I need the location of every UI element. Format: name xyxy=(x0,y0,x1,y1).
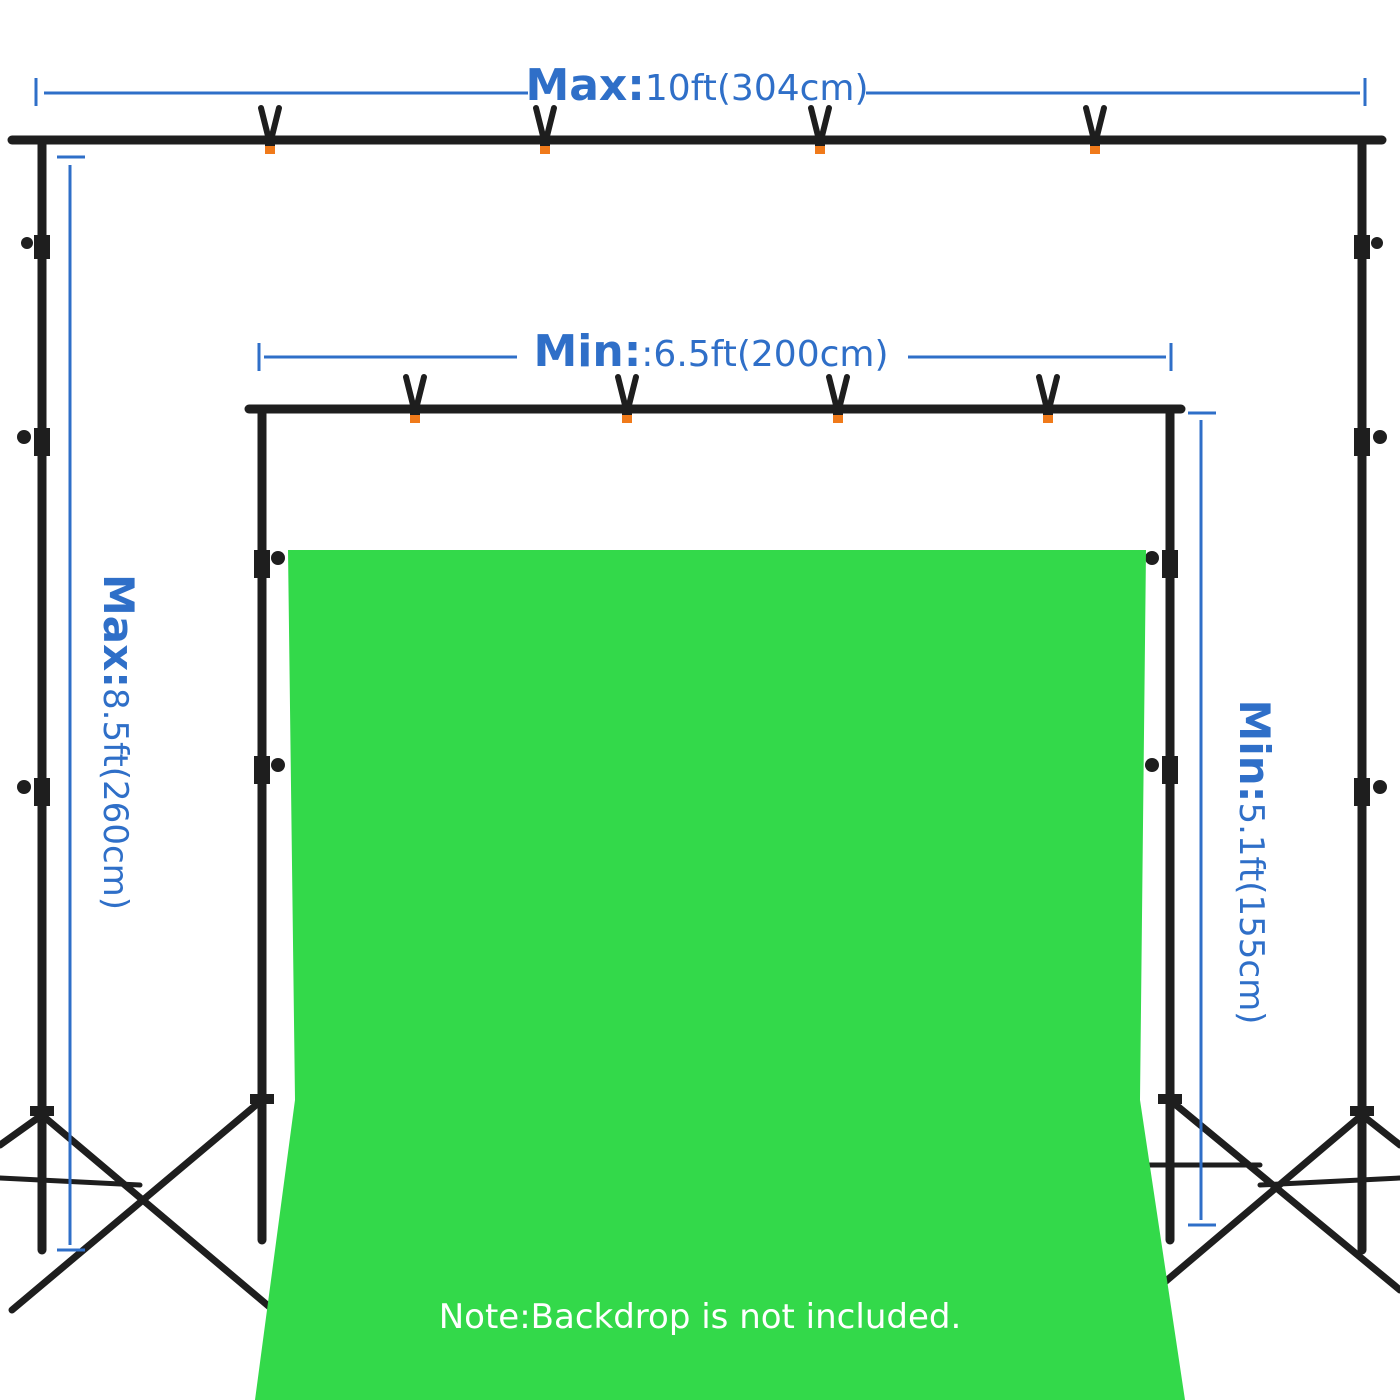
clamp-icon xyxy=(615,374,639,423)
clamp-icon xyxy=(258,105,282,154)
spring-clamps xyxy=(258,105,1107,423)
min-width-label: Min::6.5ft(200cm) xyxy=(534,326,889,377)
small-stand-frame xyxy=(8,404,1400,1314)
max-height-label: Max:8.5ft(260cm) xyxy=(94,574,143,910)
clamp-icon xyxy=(1036,374,1060,423)
clamp-icon xyxy=(533,105,557,154)
min-height-label: Min:5.1ft(155cm) xyxy=(1230,700,1279,1025)
green-backdrop xyxy=(255,550,1185,1400)
dimension-lines xyxy=(34,78,1367,1252)
note-text: Note:Backdrop is not included. xyxy=(439,1297,962,1337)
clamp-icon xyxy=(826,374,850,423)
clamp-icon xyxy=(403,374,427,423)
large-stand-frame xyxy=(0,135,1400,1324)
clamp-icon xyxy=(1083,105,1107,154)
max-width-label: Max:10ft(304cm) xyxy=(525,60,868,111)
clamp-icon xyxy=(808,105,832,154)
